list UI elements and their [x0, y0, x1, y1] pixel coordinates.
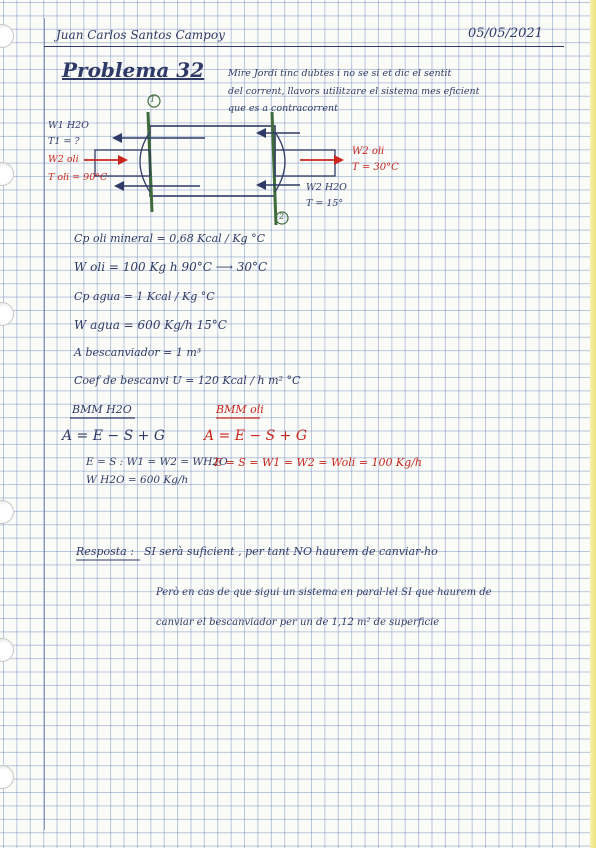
- bmm-oli-equation: A = E − S + G: [204, 428, 307, 444]
- label-w2-oli-left: W2 oli: [48, 154, 79, 165]
- label-t1: T1 = ?: [48, 136, 80, 147]
- label-t-oli-right: T = 30°C: [352, 162, 399, 173]
- bmm-h2o-result-2: W H2O = 600 Kg/h: [86, 474, 189, 486]
- bmm-oli-result: E = S = W1 = W2 = Woli = 100 Kg/h: [214, 456, 422, 469]
- diagram-label-2: 2: [279, 212, 285, 221]
- data-w-oli: W oli = 100 Kg h 90°C ⟶ 30°C: [74, 260, 268, 274]
- problem-statement-3: que es a contracorrent: [228, 103, 338, 114]
- answer-line-1: SI serà suficient , per tant NO haurem d…: [144, 545, 438, 558]
- answer-line-3: canviar el bescanviador per un de 1,12 m…: [156, 617, 440, 628]
- data-cp-agua: Cp agua = 1 Kcal / Kg °C: [74, 290, 215, 303]
- diagram-label-1: 1: [150, 95, 156, 104]
- problem-statement-2: del corrent, llavors utilitzare el siste…: [228, 86, 480, 97]
- label-t-oli-left: T oli = 90°C: [48, 172, 108, 183]
- bmm-oli-title: BMM oli: [216, 403, 264, 416]
- header-line: [44, 46, 564, 47]
- answer-label: Resposta :: [76, 545, 134, 558]
- problem-statement-1: Mire Jordi tinc dubtes i no se si et dic…: [228, 68, 452, 79]
- data-a-bescanvi: A bescanviador = 1 m³: [74, 346, 202, 359]
- label-w-h2o-right: W2 H2O: [306, 182, 347, 193]
- problem-title: Problema 32: [62, 58, 205, 82]
- label-t-h2o-right: T = 15°: [306, 198, 344, 209]
- answer-line-2: Però en cas de que sigui un sistema en p…: [156, 587, 492, 598]
- data-w-agua: W agua = 600 Kg/h 15°C: [74, 318, 227, 332]
- bmm-h2o-title: BMM H2O: [72, 403, 132, 416]
- bmm-h2o-result-1: E = S : W1 = W2 = WH2O: [86, 456, 228, 468]
- bmm-h2o-equation: A = E − S + G: [62, 428, 165, 444]
- student-name: Juan Carlos Santos Campoy: [56, 28, 225, 42]
- date: 05/05/2021: [468, 26, 543, 41]
- data-cp-oli: Cp oli mineral = 0,68 Kcal / Kg °C: [74, 232, 266, 245]
- page-edge: [590, 0, 596, 848]
- label-w-oli-right: W2 oli: [352, 146, 385, 157]
- data-coef: Coef de bescanvi U = 120 Kcal / h m² °C: [74, 374, 301, 387]
- label-w1-h2o: W1 H2O: [48, 120, 89, 131]
- margin-line: [44, 18, 45, 830]
